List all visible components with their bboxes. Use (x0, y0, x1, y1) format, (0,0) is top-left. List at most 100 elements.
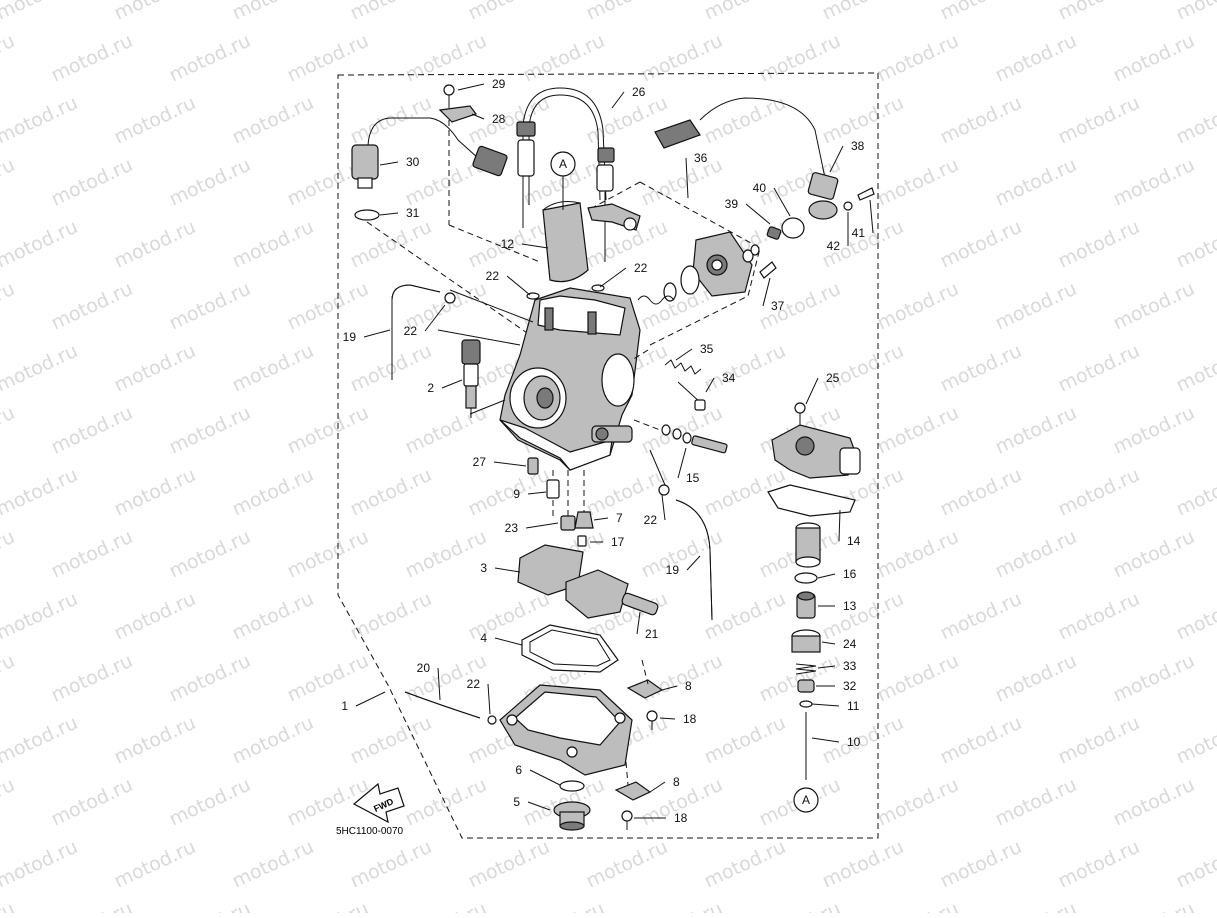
watermark-text: motod.ru (1055, 340, 1143, 397)
fwd-arrow: FWD (352, 782, 405, 824)
part-number-18: 18 (674, 811, 688, 825)
leader-line (525, 522, 559, 529)
watermark-text: motod.ru (0, 526, 18, 583)
watermark-text: motod.ru (992, 278, 1080, 335)
watermark-text: motod.ru (166, 774, 254, 831)
watermark-text: motod.ru (1110, 30, 1198, 87)
part-15 (661, 424, 728, 454)
watermark-text: motod.ru (701, 836, 789, 893)
watermark-text: motod.ru (111, 712, 199, 769)
plate-8-bottom (614, 781, 652, 801)
watermark-text: motod.ru (937, 216, 1025, 273)
part-number-12: 12 (501, 237, 515, 251)
leader-line (437, 667, 441, 701)
leader-line (599, 267, 627, 288)
part-number-22: 22 (486, 269, 500, 283)
leader-line (493, 461, 527, 467)
part-number-32: 32 (843, 679, 857, 693)
part-number-40: 40 (753, 181, 767, 195)
watermark-text: motod.ru (229, 216, 317, 273)
watermark-text: motod.ru (0, 712, 81, 769)
watermark-text: motod.ru (1055, 216, 1143, 273)
leader-line (487, 683, 491, 715)
part-number-39: 39 (725, 197, 739, 211)
part-number-34: 34 (722, 371, 736, 385)
watermark-text: motod.ru (638, 650, 726, 707)
part-number-7: 7 (616, 511, 623, 525)
carb-cap-36 (637, 231, 777, 305)
watermark-text: motod.ru (0, 30, 18, 87)
part-number-30: 30 (406, 155, 420, 169)
watermark-text: motod.ru (0, 402, 18, 459)
part-39 (766, 226, 782, 240)
watermark-text: motod.ru (166, 278, 254, 335)
part-number-6: 6 (515, 763, 522, 777)
leader-line (838, 509, 841, 542)
part-number-21: 21 (645, 627, 659, 641)
watermark-text: motod.ru (166, 898, 254, 913)
group-36-boundary (639, 181, 761, 347)
screw-18-top (646, 710, 658, 730)
watermark-text: motod.ru (48, 278, 136, 335)
washer-42 (843, 201, 853, 211)
watermark-text: motod.ru (284, 402, 372, 459)
part-number-37: 37 (771, 299, 785, 313)
leader-line (521, 243, 549, 249)
watermark-text: motod.ru (229, 92, 317, 149)
watermark-text: motod.ru (111, 92, 199, 149)
watermark-text: motod.ru (1110, 898, 1198, 913)
watermark-text: motod.ru (48, 774, 136, 831)
watermark-text: motod.ru (1110, 650, 1198, 707)
part-number-35: 35 (700, 342, 714, 356)
watermark-text: motod.ru (111, 464, 199, 521)
leader-line (773, 187, 791, 217)
leader-line (677, 447, 687, 479)
carburetor-body (499, 287, 641, 471)
watermark-text: motod.ru (0, 340, 81, 397)
watermark-text: motod.ru (1173, 464, 1217, 521)
leader-line (685, 157, 689, 199)
watermark-text: motod.ru (284, 526, 372, 583)
watermark-text: motod.ru (1173, 836, 1217, 893)
leader-line (661, 494, 666, 521)
float-bowl (499, 684, 633, 776)
leader-line (355, 691, 386, 707)
watermark-text: motod.ru (0, 588, 81, 645)
leader-line (805, 377, 819, 405)
part-number-9: 9 (513, 487, 520, 501)
part-number-38: 38 (851, 139, 865, 153)
watermark-text: motod.ru (874, 774, 962, 831)
watermark-text: motod.ru (166, 526, 254, 583)
gasket-14 (767, 484, 856, 517)
plunger-tube (795, 522, 821, 568)
watermark-text: motod.ru (701, 588, 789, 645)
part-number-3: 3 (480, 561, 487, 575)
watermark-text: motod.ru (937, 464, 1025, 521)
watermark-text: motod.ru (1110, 526, 1198, 583)
leader-line (869, 199, 874, 234)
watermark-text: motod.ru (992, 898, 1080, 913)
watermark-text: motod.ru (111, 0, 199, 25)
part-number-15: 15 (686, 471, 700, 485)
watermark-text: motod.ru (111, 836, 199, 893)
jet-23 (560, 515, 576, 531)
part-number-42: 42 (827, 239, 841, 253)
watermark-text: motod.ru (756, 650, 844, 707)
watermark-text: motod.ru (937, 340, 1025, 397)
part-17 (577, 535, 587, 547)
leader-line (817, 665, 836, 669)
part-number-14: 14 (847, 534, 861, 548)
part-number-5: 5 (513, 795, 520, 809)
watermark-text: motod.ru (638, 526, 726, 583)
part-number-23: 23 (505, 521, 519, 535)
leader-line (471, 113, 485, 120)
watermark-text: motod.ru (111, 216, 199, 273)
watermark-text: motod.ru (874, 526, 962, 583)
watermark-text: motod.ru (992, 774, 1080, 831)
watermark-text: motod.ru (284, 30, 372, 87)
watermark-text: motod.ru (229, 0, 317, 25)
throttle-sensor-30 (351, 117, 508, 189)
watermark-text: motod.ru (48, 402, 136, 459)
watermark-text: motod.ru (1055, 712, 1143, 769)
part-number-41: 41 (852, 226, 866, 240)
